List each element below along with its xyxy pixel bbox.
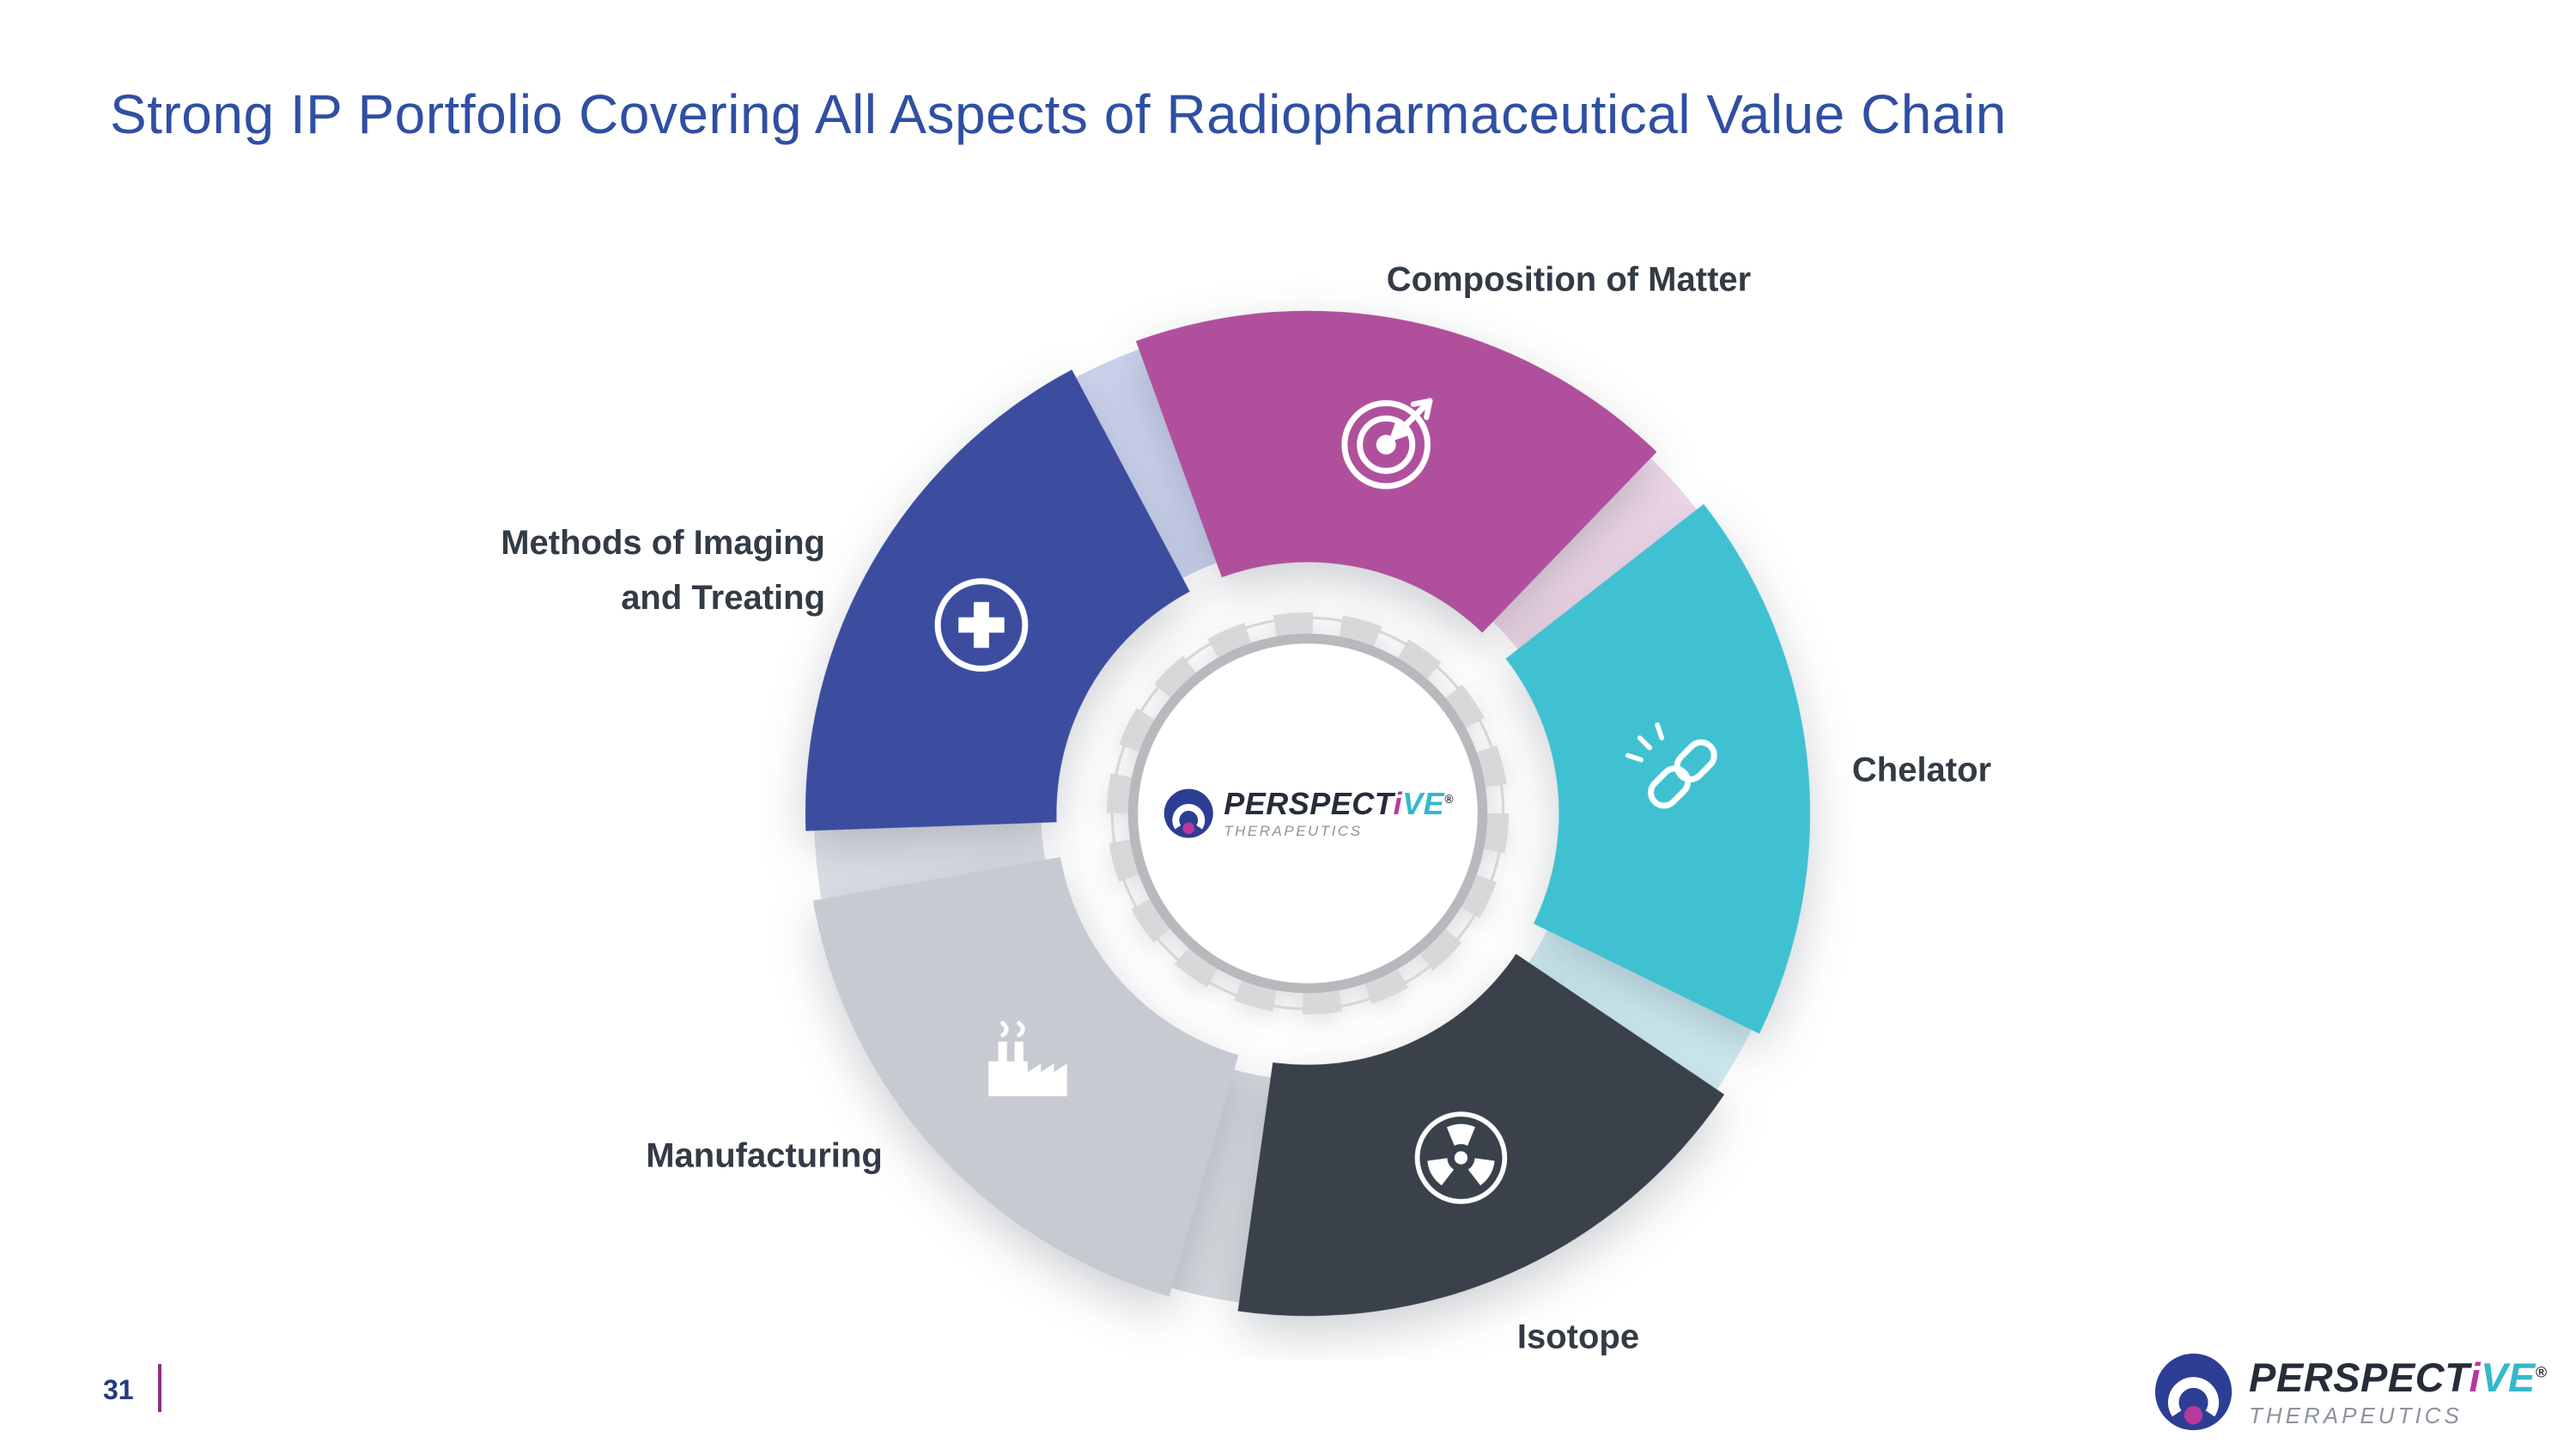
radiation-icon: [1414, 1111, 1508, 1204]
target-icon: [1341, 398, 1433, 490]
brand-subtitle: THERAPEUTICS: [2249, 1403, 2463, 1428]
perspective-logo-icon: [1163, 788, 1213, 838]
diagram-center: [1106, 612, 1510, 1015]
brand-wordmark: PERSPECTiVE®: [2249, 1357, 2547, 1397]
label-chelator: Chelator: [1851, 751, 1992, 789]
page-number-divider: [158, 1364, 161, 1412]
gear-ring-icon: [1106, 612, 1510, 1015]
registered-mark: ®: [2535, 1363, 2548, 1381]
slide-title: Strong IP Portfolio Covering All Aspects…: [110, 83, 2007, 145]
brand-post: VE: [1402, 786, 1445, 821]
registered-mark: ®: [1444, 793, 1454, 806]
gap-arc-after-composition-of-matter: [1479, 435, 1717, 665]
brand-i: i: [1393, 786, 1403, 821]
label-isotope: Isotope: [1516, 1318, 1640, 1356]
segment-layer: [805, 310, 1811, 1317]
center-circle: [1127, 633, 1488, 994]
page-number: 31: [103, 1374, 134, 1405]
brand-wordmark: PERSPECTiVE®: [1224, 788, 1454, 819]
label-manufacturing: Manufacturing: [646, 1136, 883, 1175]
gap-arc-after-chelator: [1517, 913, 1766, 1117]
perspective-logo-icon: [2154, 1353, 2233, 1431]
brand-i: i: [2469, 1355, 2482, 1400]
segment-chelator: [1505, 503, 1811, 1034]
value-chain-diagram: [805, 310, 1811, 1317]
chain-icon: [1625, 721, 1717, 809]
brand-post: VE: [2481, 1355, 2536, 1400]
label-composition-of-matter: Composition of Matter: [1386, 260, 1752, 299]
segment-isotope: [1237, 953, 1725, 1317]
medical-cross-icon: [934, 578, 1029, 672]
outer-thin-ring: [1110, 616, 1505, 1011]
center-brand-logo: PERSPECTiVE® THERAPEUTICS: [1162, 787, 1454, 840]
brand-subtitle: THERAPEUTICS: [1224, 823, 1363, 839]
brand-pre: PERSPECT: [1224, 786, 1394, 821]
brand-pre: PERSPECT: [2249, 1355, 2470, 1400]
label-methods-of-imaging-and-treating: Methods of Imaging and Treating: [501, 524, 825, 617]
factory-icon: [988, 1020, 1067, 1097]
footer-brand-logo: PERSPECTiVE® THERAPEUTICS: [2152, 1350, 2547, 1434]
segment-methods-of-imaging-and-treating: [805, 369, 1190, 831]
